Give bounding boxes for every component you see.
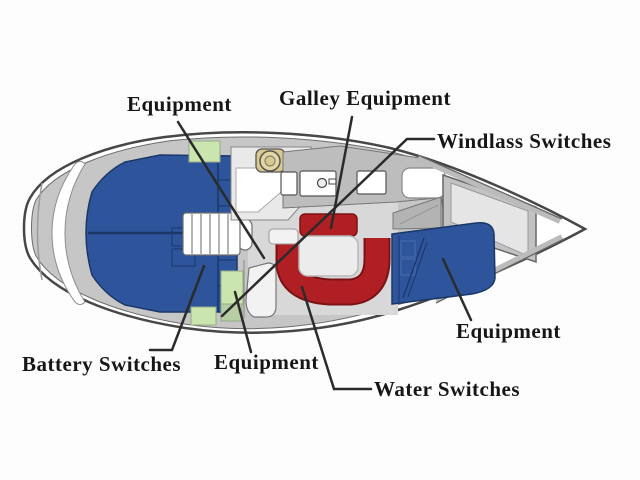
stern-transom-line: [36, 182, 43, 281]
leader-water-switches: [300, 285, 373, 391]
label-equipment-forward: Equipment: [456, 319, 561, 343]
equipment-lockers-green: [188, 140, 244, 326]
label-galley-equipment: Galley Equipment: [279, 86, 451, 110]
label-battery-switches: Battery Switches: [22, 352, 182, 376]
galley-sink: [280, 171, 298, 196]
leader-equipment-forward: [441, 257, 473, 322]
leader-windlass-switches: [220, 137, 436, 318]
label-water-switches: Water Switches: [374, 377, 521, 401]
stern-crescent: [51, 161, 86, 305]
label-equipment-aft: Equipment: [127, 92, 232, 116]
nav-shelf: [268, 228, 299, 245]
leader-equipment-aft: [176, 120, 266, 260]
leader-battery-switches: [148, 264, 206, 352]
leader-equipment-companionway: [233, 290, 253, 354]
forward-locker: [401, 167, 446, 199]
forward-berth: [391, 221, 496, 305]
saloon-settee: [268, 213, 391, 306]
galley-counter-panel: [356, 170, 387, 195]
label-equipment-companionway: Equipment: [214, 350, 319, 374]
saloon-table: [298, 235, 359, 277]
label-windlass-switches: Windlass Switches: [437, 129, 612, 153]
